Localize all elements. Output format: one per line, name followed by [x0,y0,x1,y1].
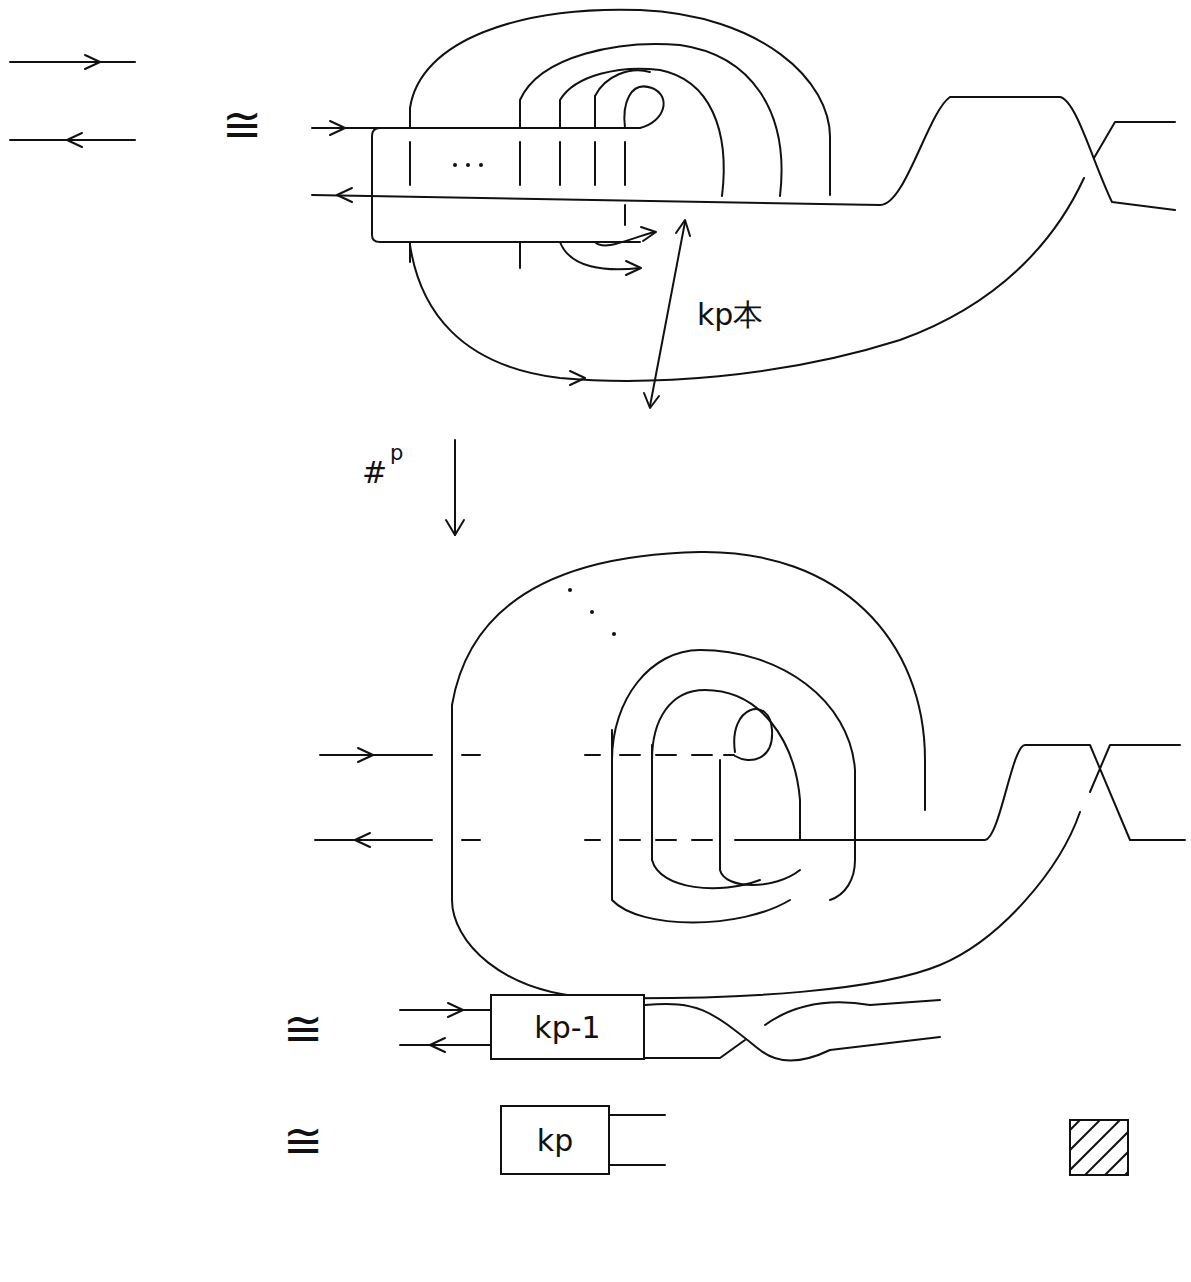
twist-count: kp [537,1123,573,1158]
math-symbol: # [362,458,387,488]
math-symbol: ≅ [283,1116,323,1164]
twist-count: kp-1 [534,1010,600,1045]
superscript: p [390,443,403,464]
twist-box: kp-1 [490,994,645,1060]
twist-box: kp [500,1105,610,1175]
annotation: kp本 [697,300,763,330]
math-symbol: ≅ [222,100,262,148]
math-symbol: ≅ [283,1004,323,1052]
